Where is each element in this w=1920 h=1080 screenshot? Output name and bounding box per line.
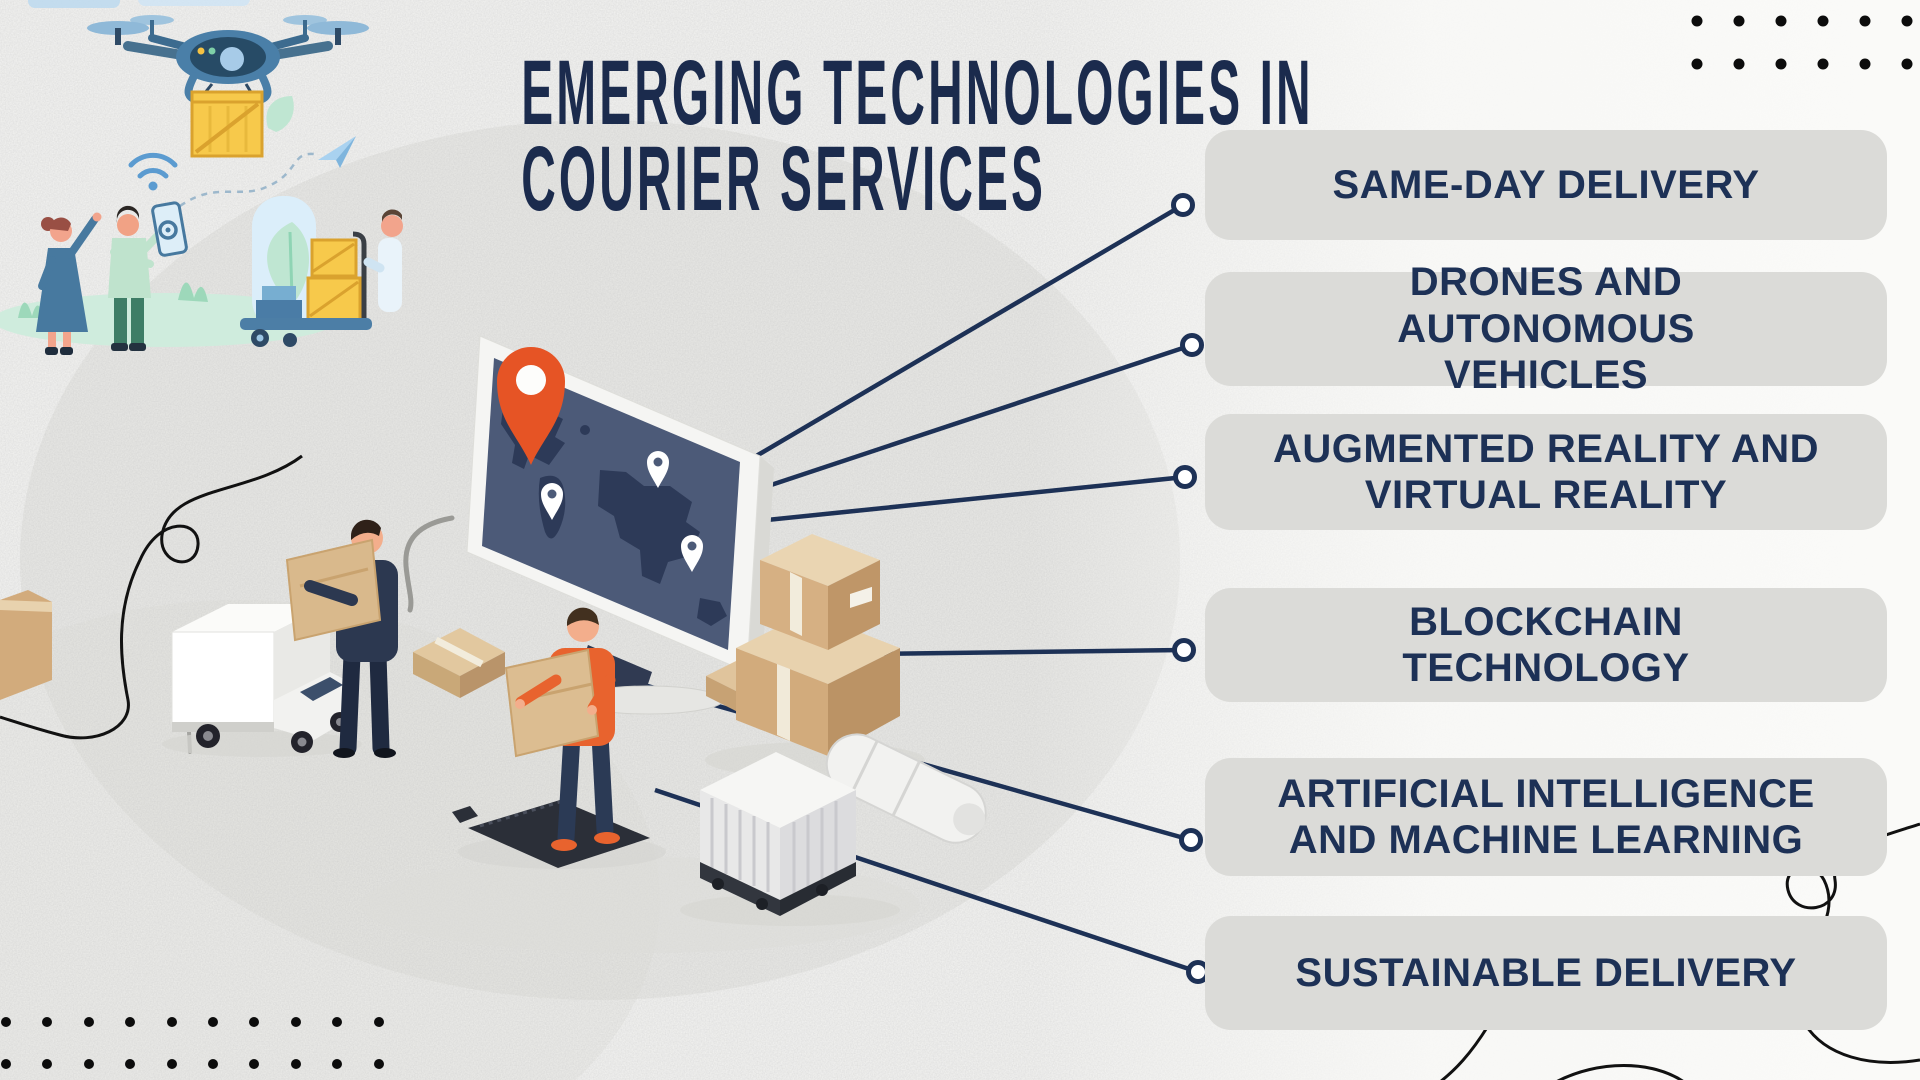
connector-line-2 [749,342,1193,495]
edge-box [0,590,52,700]
grass-tuft [178,282,208,302]
courier-suit-figure [285,519,398,758]
feature-label: AUGMENTED REALITY AND VIRTUAL REALITY [1272,426,1820,517]
feature-label: DRONES AND AUTONOMOUS VEHICLES [1397,260,1695,398]
drone-delivery-illustration [0,15,403,355]
feature-label: ARTIFICIAL INTELLIGENCE AND MACHINE LEAR… [1277,771,1815,862]
connector-dot-5 [1179,828,1203,852]
feature-box-ar-vr: AUGMENTED REALITY AND VIRTUAL REALITY [1205,414,1887,530]
dots-pattern-top-right [1691,15,1913,70]
hook-doodle [403,515,455,613]
paper-plane-icon [318,136,356,168]
flat-parcel-icon [413,628,505,698]
feature-box-blockchain: BLOCKCHAIN TECHNOLOGY [1205,588,1887,702]
connector-dot-1 [1171,193,1195,217]
man-with-tablet-figure [108,201,188,351]
handcart-figure [240,209,403,347]
map-pin-icon [541,483,563,520]
flight-path [179,152,315,208]
title-line-2: COURIER SERVICES [521,128,1047,231]
wifi-icon [128,152,178,191]
feature-label: SUSTAINABLE DELIVERY [1295,950,1797,995]
tanker-illustration [825,733,987,844]
shipping-container-icon [680,733,987,926]
dots-pattern-bottom-left [1,1017,384,1069]
title-line-1: EMERGING TECHNOLOGIES IN [521,42,1314,144]
feature-label: SAME-DAY DELIVERY [1332,162,1760,207]
page-title: EMERGING TECHNOLOGIES IN COURIER SERVICE… [310,42,1314,231]
connector-line-4 [864,647,1185,657]
woman-figure [36,212,102,355]
courier-scene-illustration [0,335,987,953]
connector-dot-4 [1172,638,1196,662]
grass-tuft [18,302,44,318]
feature-box-sustainable-delivery: SUSTAINABLE DELIVERY [1205,916,1887,1030]
connector-line-1 [744,203,1185,464]
connector-dot-3 [1173,465,1197,489]
delivery-truck-icon [162,604,362,757]
cropped-corner-shapes [28,0,250,8]
map-pin-icon [647,451,669,488]
map-pin-icon [681,535,703,572]
feature-label: BLOCKCHAIN TECHNOLOGY [1402,599,1690,690]
feature-box-same-day-delivery: SAME-DAY DELIVERY [1205,130,1887,240]
package-crate-icon [190,83,264,158]
squiggle-line-left [0,454,303,740]
feature-box-drones-autonomous-vehicles: DRONES AND AUTONOMOUS VEHICLES [1205,260,1887,397]
squiggle-line-bottom [1440,1025,1684,1080]
connector-line-3 [756,474,1186,524]
monitor-map-illustration [466,335,774,715]
courier-orange-figure [452,607,666,869]
feature-box-ai-ml: ARTIFICIAL INTELLIGENCE AND MACHINE LEAR… [1205,758,1887,876]
connector-dot-2 [1180,333,1204,357]
leaf-icon [266,96,309,300]
location-pin-icon [497,347,565,465]
